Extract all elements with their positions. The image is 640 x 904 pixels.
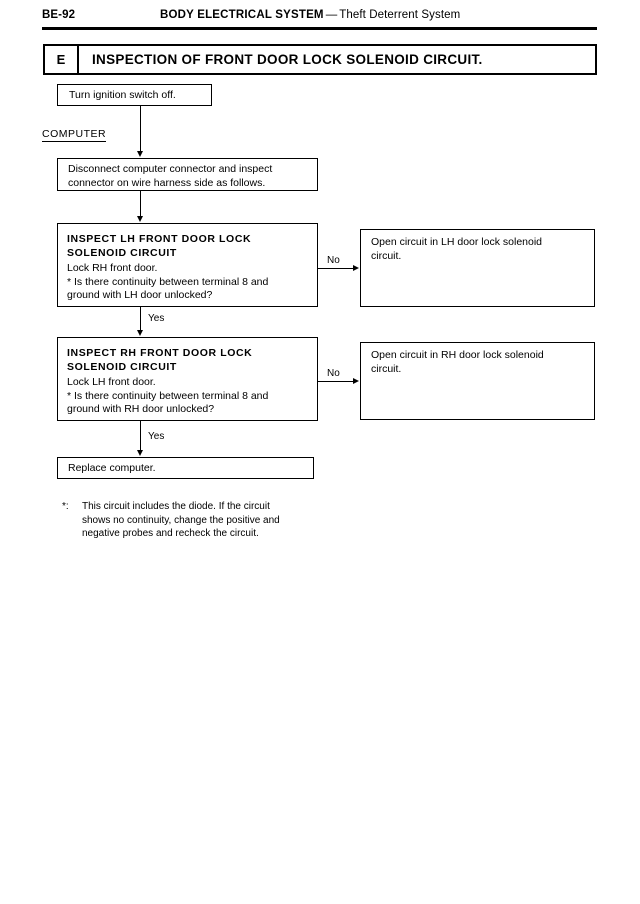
flow-box-inspect-rh-solenoid: INSPECT RH FRONT DOOR LOCK SOLENOID CIRC… xyxy=(57,337,318,421)
flow-box-open-circuit-rh: Open circuit in RH door lock solenoid ci… xyxy=(360,342,595,420)
flow-box-text: Open circuit in LH door lock solenoid ci… xyxy=(371,236,543,262)
arrowhead-down-icon xyxy=(137,330,143,336)
flow-box-text: Turn ignition switch off. xyxy=(69,89,176,101)
flow-box-disconnect-connector: Disconnect computer connector and inspec… xyxy=(57,158,318,191)
footnote-marker: *: xyxy=(62,501,69,512)
header-title: BODY ELECTRICAL SYSTEM—Theft Deterrent S… xyxy=(160,9,460,21)
flow-box-text: Disconnect computer connector and inspec… xyxy=(68,163,273,189)
header-dash: — xyxy=(325,9,338,21)
section-title-bar: E INSPECTION OF FRONT DOOR LOCK SOLENOID… xyxy=(43,44,597,75)
header-divider-rule xyxy=(42,27,597,30)
arrowhead-right-icon xyxy=(353,265,359,271)
connector-disconnect-to-inspect-lh xyxy=(140,191,141,217)
arrowhead-down-icon xyxy=(137,450,143,456)
edge-label-yes: Yes xyxy=(148,431,165,442)
group-label-computer: COMPUTER xyxy=(42,128,107,142)
arrowhead-right-icon xyxy=(353,378,359,384)
flow-box-text: Open circuit in RH door lock solenoid ci… xyxy=(371,349,544,375)
footnote: *: This circuit includes the diode. If t… xyxy=(62,500,382,541)
edge-label-no: No xyxy=(327,368,340,379)
connector-inspect-lh-to-open-lh xyxy=(318,268,354,269)
arrowhead-down-icon xyxy=(137,151,143,157)
flow-box-text: Lock RH front door. * Is there continuit… xyxy=(67,262,269,301)
flow-box-open-circuit-lh: Open circuit in LH door lock solenoid ci… xyxy=(360,229,595,307)
section-heading: INSPECTION OF FRONT DOOR LOCK SOLENOID C… xyxy=(92,52,483,67)
flow-box-replace-computer: Replace computer. xyxy=(57,457,314,479)
flow-box-inspect-lh-solenoid: INSPECT LH FRONT DOOR LOCK SOLENOID CIRC… xyxy=(57,223,318,307)
edge-label-no: No xyxy=(327,255,340,266)
header-main-title: BODY ELECTRICAL SYSTEM xyxy=(160,9,324,21)
flow-box-text: Lock LH front door. * Is there continuit… xyxy=(67,376,269,415)
flow-box-text: Replace computer. xyxy=(68,462,156,474)
connector-inspect-rh-to-open-rh xyxy=(318,381,354,382)
section-letter: E xyxy=(45,46,79,73)
connector-inspect-rh-to-replace xyxy=(140,421,141,451)
page-header: BE-92 BODY ELECTRICAL SYSTEM—Theft Deter… xyxy=(0,0,640,32)
flow-box-turn-ignition-off: Turn ignition switch off. xyxy=(57,84,212,106)
arrowhead-down-icon xyxy=(137,216,143,222)
flow-box-title: INSPECT RH FRONT DOOR LOCK SOLENOID CIRC… xyxy=(67,347,253,373)
page-number: BE-92 xyxy=(42,9,76,21)
flow-box-title: INSPECT LH FRONT DOOR LOCK SOLENOID CIRC… xyxy=(67,233,252,259)
edge-label-yes: Yes xyxy=(148,313,165,324)
header-sub-title: Theft Deterrent System xyxy=(339,9,461,21)
connector-inspect-lh-to-inspect-rh xyxy=(140,307,141,331)
connector-ignition-to-disconnect xyxy=(140,106,141,152)
footnote-text: This circuit includes the diode. If the … xyxy=(82,501,280,539)
